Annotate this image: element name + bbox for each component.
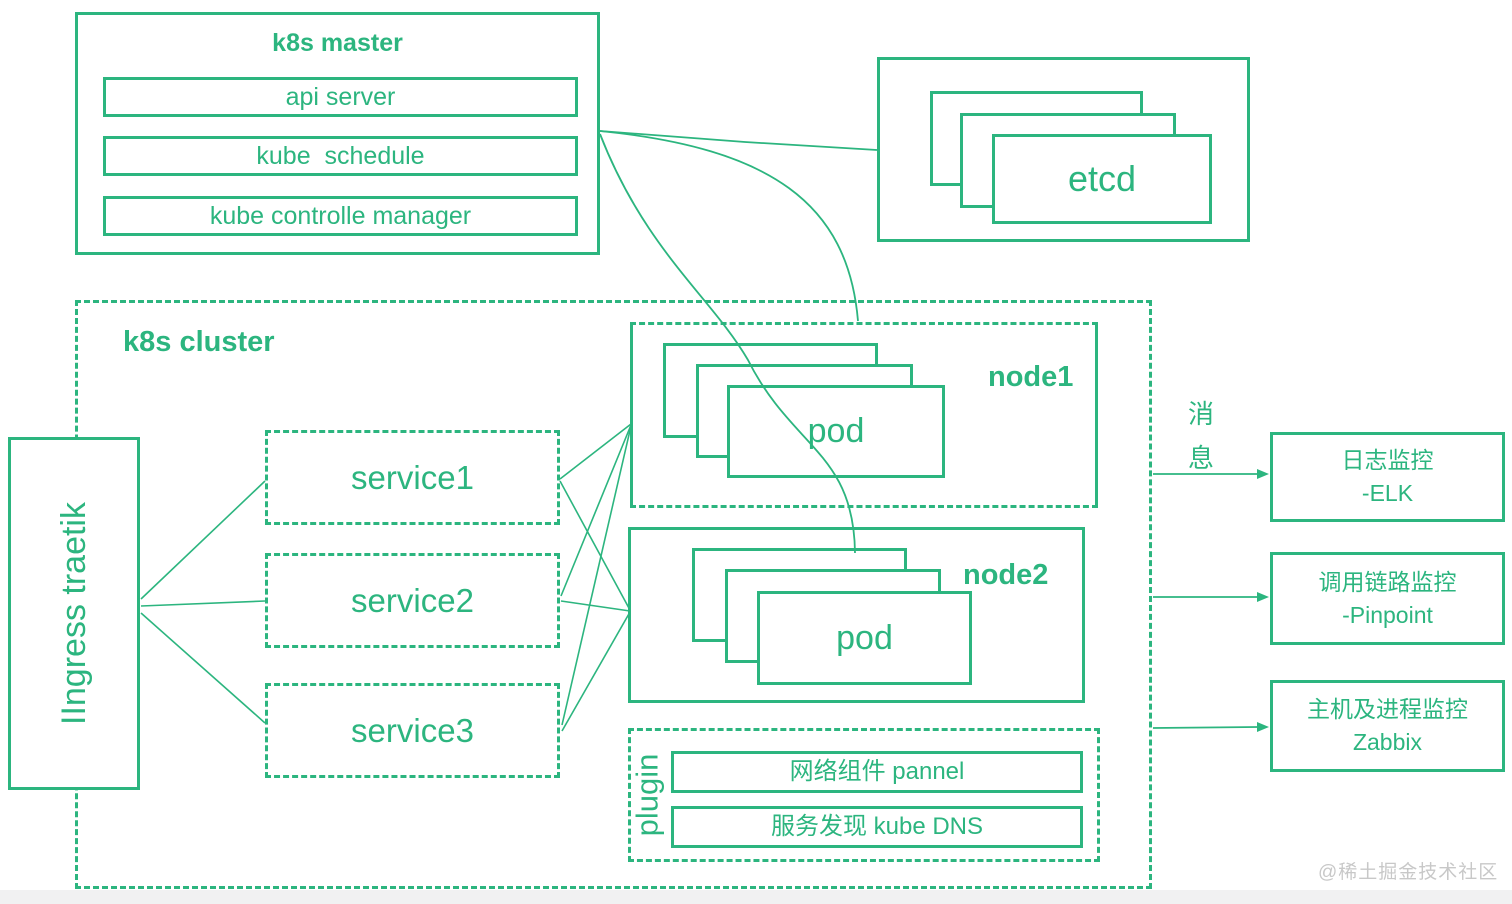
- kube-controller-manager-box: kube controlle manager: [103, 196, 578, 236]
- node1-label: node1: [988, 361, 1074, 393]
- ingress-traefik-label: IIngress traetik: [54, 502, 93, 725]
- node2-pod-front: pod: [757, 591, 972, 685]
- node2-pod-label: pod: [836, 618, 893, 657]
- service3-label: service3: [351, 711, 474, 749]
- etcd-label: etcd: [1067, 158, 1137, 199]
- curve-master-node1: [599, 130, 859, 322]
- network-component-box: 网络组件 pannel: [671, 751, 1083, 793]
- arrowhead-log: [1257, 469, 1269, 479]
- k8s-master-box: k8s master api server kube schedule kube…: [75, 12, 600, 255]
- watermark: @稀土掘金技术社区: [1318, 862, 1499, 883]
- line-master-etcd: [599, 130, 878, 151]
- arrow-cluster-host: [1152, 726, 1259, 729]
- arrowhead-trace: [1257, 592, 1269, 602]
- service1-label: service1: [351, 458, 474, 496]
- etcd-group-box: etcd: [877, 57, 1250, 242]
- node1-box: node1 pod: [630, 322, 1098, 508]
- plugin-box: 网络组件 pannel 服务发现 kube DNS: [628, 728, 1100, 862]
- log-monitor-line1: 日志监控: [1341, 447, 1434, 473]
- host-monitor-line2: Zabbix: [1352, 729, 1423, 755]
- kube-schedule-box: kube schedule: [103, 136, 578, 176]
- page-bottom-strip: [0, 890, 1512, 904]
- node1-pod-label: pod: [807, 412, 865, 450]
- api-server-box: api server: [103, 77, 578, 117]
- log-monitor-line2: -ELK: [1361, 480, 1414, 506]
- service2-label: service2: [351, 581, 474, 619]
- service3-box: service3: [265, 683, 560, 778]
- k8s-master-title: k8s master: [272, 29, 403, 57]
- ingress-traefik-box: IIngress traetik: [8, 437, 140, 790]
- plugin-title: plugin: [629, 753, 664, 837]
- service1-box: service1: [265, 430, 560, 525]
- service2-box: service2: [265, 553, 560, 648]
- etcd-card-front: etcd: [992, 134, 1212, 224]
- host-monitor-line1: 主机及进程监控: [1307, 696, 1468, 722]
- trace-monitor-line1: 调用链路监控: [1318, 568, 1457, 595]
- api-server-label: api server: [285, 83, 396, 111]
- node1-pod-front: pod: [727, 385, 945, 478]
- kube-schedule-label: kube schedule: [256, 142, 425, 170]
- message-label: 消息: [1187, 399, 1214, 473]
- host-monitor-box: 主机及进程监控 Zabbix: [1270, 680, 1505, 772]
- arrowhead-host: [1257, 722, 1269, 732]
- service-discovery-box: 服务发现 kube DNS: [671, 806, 1083, 848]
- kube-controller-manager-label: kube controlle manager: [209, 202, 472, 230]
- network-component-label: 网络组件 pannel: [789, 758, 965, 785]
- node2-box: node2 pod: [628, 527, 1085, 703]
- service-discovery-label: 服务发现 kube DNS: [770, 813, 984, 840]
- trace-monitor-line2: -Pinpoint: [1342, 601, 1433, 628]
- k8s-cluster-title: k8s cluster: [123, 326, 275, 358]
- node2-label: node2: [963, 559, 1049, 591]
- log-monitor-box: 日志监控 -ELK: [1270, 432, 1505, 522]
- trace-monitor-box: 调用链路监控 -Pinpoint: [1270, 552, 1505, 645]
